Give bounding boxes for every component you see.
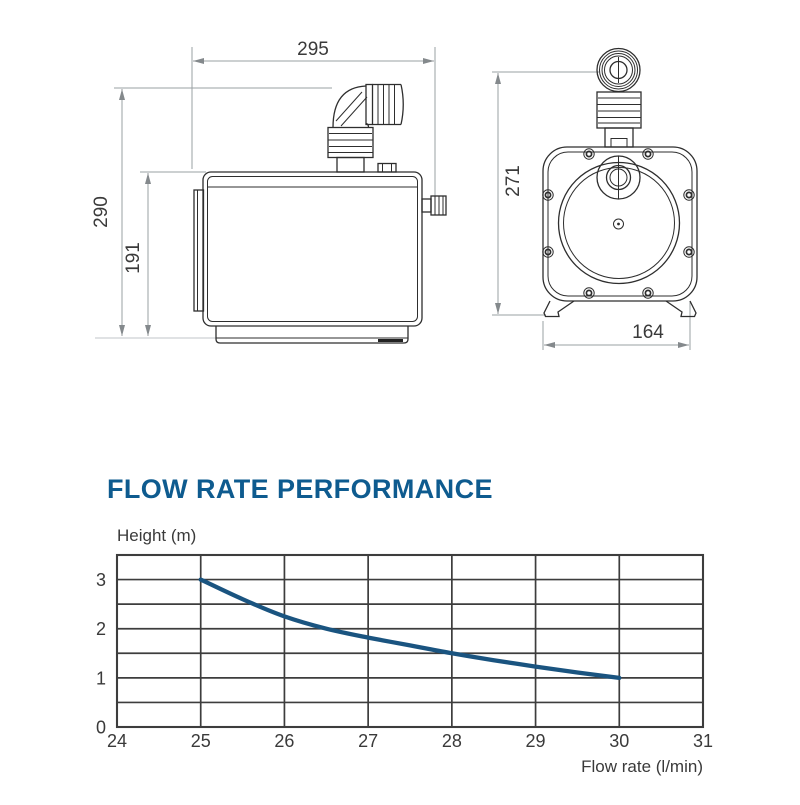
y-tick-label: 1 bbox=[96, 668, 106, 688]
tank-body bbox=[202, 171, 423, 327]
flow-rate-curve bbox=[198, 577, 622, 681]
plot-border bbox=[115, 553, 705, 729]
pump-dimension-drawings: 295 290 191 bbox=[91, 39, 698, 350]
front-discharge-pipe bbox=[596, 47, 642, 148]
dim-label-height-body: 191 bbox=[123, 242, 144, 274]
x-tick-label: 24 bbox=[107, 731, 127, 751]
dim-label-width: 295 bbox=[297, 39, 329, 60]
inlet-boss bbox=[596, 155, 641, 200]
dim-label-height-total: 290 bbox=[91, 196, 112, 228]
chart-tick-labels: 24 25 26 27 28 29 30 31 0 1 2 3 bbox=[96, 570, 713, 751]
x-tick-label: 26 bbox=[274, 731, 294, 751]
discharge-elbow bbox=[327, 83, 404, 173]
x-tick-label: 28 bbox=[442, 731, 462, 751]
chart-grid bbox=[115, 553, 705, 729]
pipe-neck bbox=[604, 127, 634, 148]
dimension-height-191: 191 bbox=[123, 173, 151, 336]
flow-rate-chart: 24 25 26 27 28 29 30 31 0 1 2 3 Height (m) Flow rat… bbox=[96, 526, 713, 776]
x-tick-label: 27 bbox=[358, 731, 378, 751]
section-title: FLOW RATE PERFORMANCE bbox=[107, 474, 493, 504]
hose-barb-end bbox=[596, 47, 641, 93]
dimension-height-271: 271 bbox=[495, 73, 524, 314]
y-tick-label: 3 bbox=[96, 570, 106, 590]
base-tray bbox=[215, 326, 409, 344]
x-axis-title: Flow rate (l/min) bbox=[581, 757, 703, 776]
y-axis-title: Height (m) bbox=[117, 526, 196, 545]
elbow-hose-barb bbox=[365, 83, 404, 126]
pump-housing bbox=[542, 146, 698, 318]
pump-side-view: 295 290 191 bbox=[91, 39, 447, 344]
x-tick-label: 31 bbox=[693, 731, 713, 751]
dim-label-front-height: 271 bbox=[503, 165, 524, 197]
y-tick-label: 2 bbox=[96, 619, 106, 639]
chart-curve-layer bbox=[198, 577, 622, 681]
vent-cap bbox=[377, 162, 397, 173]
pump-front-view: 271 164 bbox=[492, 47, 698, 350]
front-view-extension-lines bbox=[492, 71, 691, 350]
y-tick-label: 0 bbox=[96, 718, 106, 738]
housing-screws bbox=[542, 148, 695, 299]
left-flange bbox=[193, 189, 205, 312]
center-pivot bbox=[613, 218, 624, 230]
x-tick-label: 25 bbox=[191, 731, 211, 751]
dimension-width-295: 295 bbox=[193, 39, 434, 64]
mounting-feet bbox=[543, 300, 697, 318]
x-tick-label: 29 bbox=[526, 731, 546, 751]
dimension-width-164: 164 bbox=[544, 322, 689, 348]
pipe-collar bbox=[596, 91, 642, 129]
x-tick-label: 30 bbox=[609, 731, 629, 751]
side-inlet-barb bbox=[421, 195, 447, 216]
dimension-height-290: 290 bbox=[91, 89, 125, 336]
dim-label-front-width: 164 bbox=[632, 322, 664, 343]
